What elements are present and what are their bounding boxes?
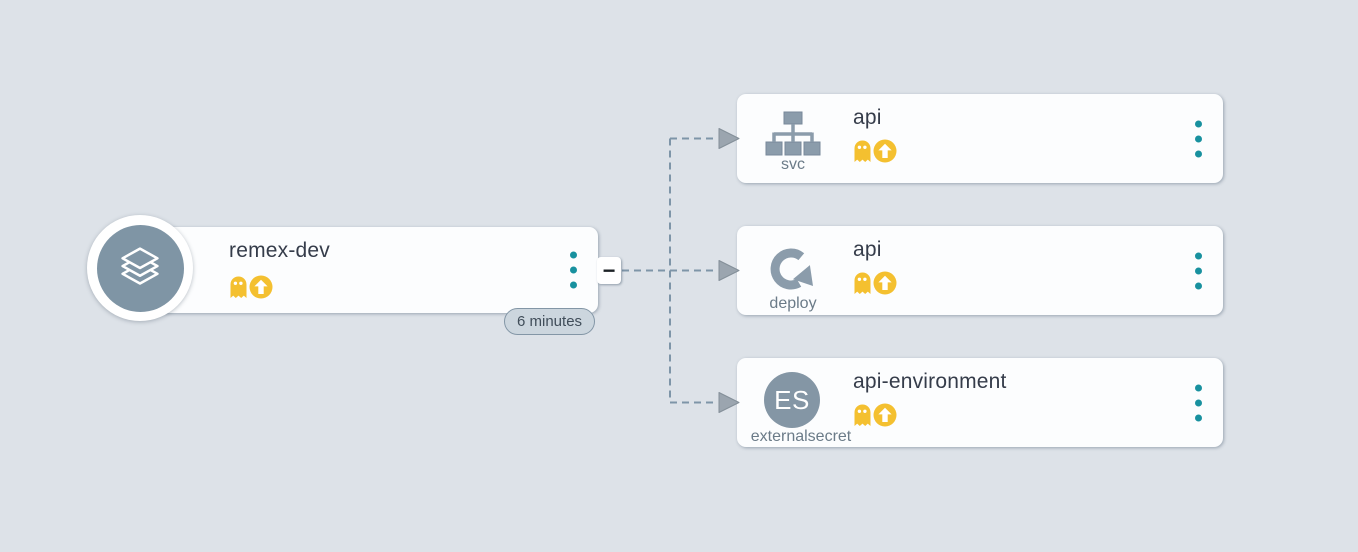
resource-status-icons [853, 271, 897, 295]
layers-icon [96, 224, 184, 312]
resource-kind-label: externalsecret [750, 428, 852, 445]
app-node-card[interactable]: remex-dev [130, 227, 598, 313]
collapse-children-button[interactable]: − [597, 257, 621, 284]
resource-status-icons [853, 139, 897, 163]
sync-arrow-up-icon [249, 275, 273, 299]
externalsecret-avatar-text: ES [774, 384, 810, 415]
arrowhead-icon [718, 392, 740, 413]
sync-time-badge: 6 minutes [504, 308, 596, 335]
ghost-icon [854, 404, 871, 426]
sitemap-icon [765, 111, 821, 162]
sync-arrow-up-icon [873, 403, 897, 427]
resource-kind-label: svc [781, 156, 805, 173]
sync-arrow-up-icon [873, 271, 897, 295]
externalsecret-avatar: ES [764, 372, 820, 428]
resource-node-title: api-environment [853, 370, 1007, 393]
resource-kind-label: deploy [769, 295, 817, 312]
redeploy-arrow-icon [767, 242, 819, 299]
resource-node-title: api [853, 106, 882, 129]
app-menu-kebab[interactable] [566, 248, 581, 293]
arrowhead-icon [718, 260, 740, 281]
resource-menu-kebab[interactable] [1191, 116, 1206, 161]
resource-menu-kebab[interactable] [1191, 380, 1206, 425]
resource-menu-kebab[interactable] [1191, 248, 1206, 293]
resource-node-svc-api[interactable]: svc api [737, 94, 1223, 183]
arrowhead-icon [718, 128, 740, 149]
sync-arrow-up-icon [873, 139, 897, 163]
resource-node-externalsecret-api-environment[interactable]: ES externalsecret api-environment [737, 358, 1223, 447]
app-avatar[interactable] [87, 215, 193, 321]
resource-node-title: api [853, 238, 882, 261]
app-node-title: remex-dev [229, 239, 330, 262]
app-status-icons [229, 275, 273, 299]
ghost-icon [854, 140, 871, 162]
ghost-icon [230, 276, 247, 298]
ghost-icon [854, 272, 871, 294]
resource-status-icons [853, 403, 897, 427]
resource-node-deploy-api[interactable]: deploy api [737, 226, 1223, 315]
